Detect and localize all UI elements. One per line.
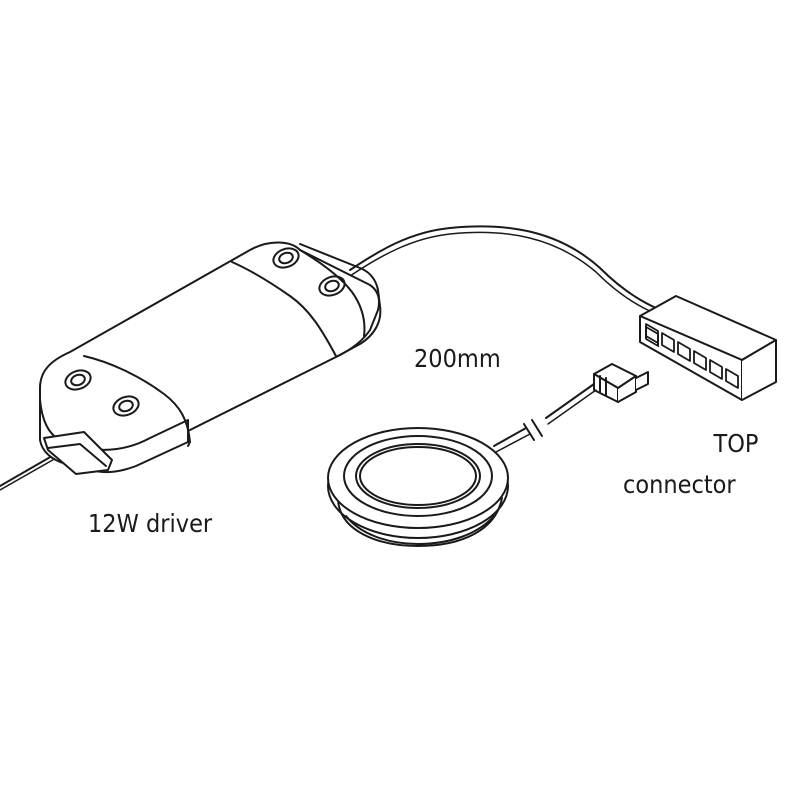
puck-light-icon (327, 427, 509, 547)
plug-icon (593, 363, 649, 403)
cable-length-label: 200mm (414, 344, 501, 373)
connector-label-line1: TOP (713, 429, 759, 458)
driver-label: 12W driver (88, 509, 213, 538)
puck-cable (493, 383, 597, 453)
connector-block-icon (639, 295, 777, 401)
driver-output-cable (349, 225, 657, 313)
driver-icon (39, 241, 382, 475)
connector-label-line2: connector (623, 470, 736, 499)
